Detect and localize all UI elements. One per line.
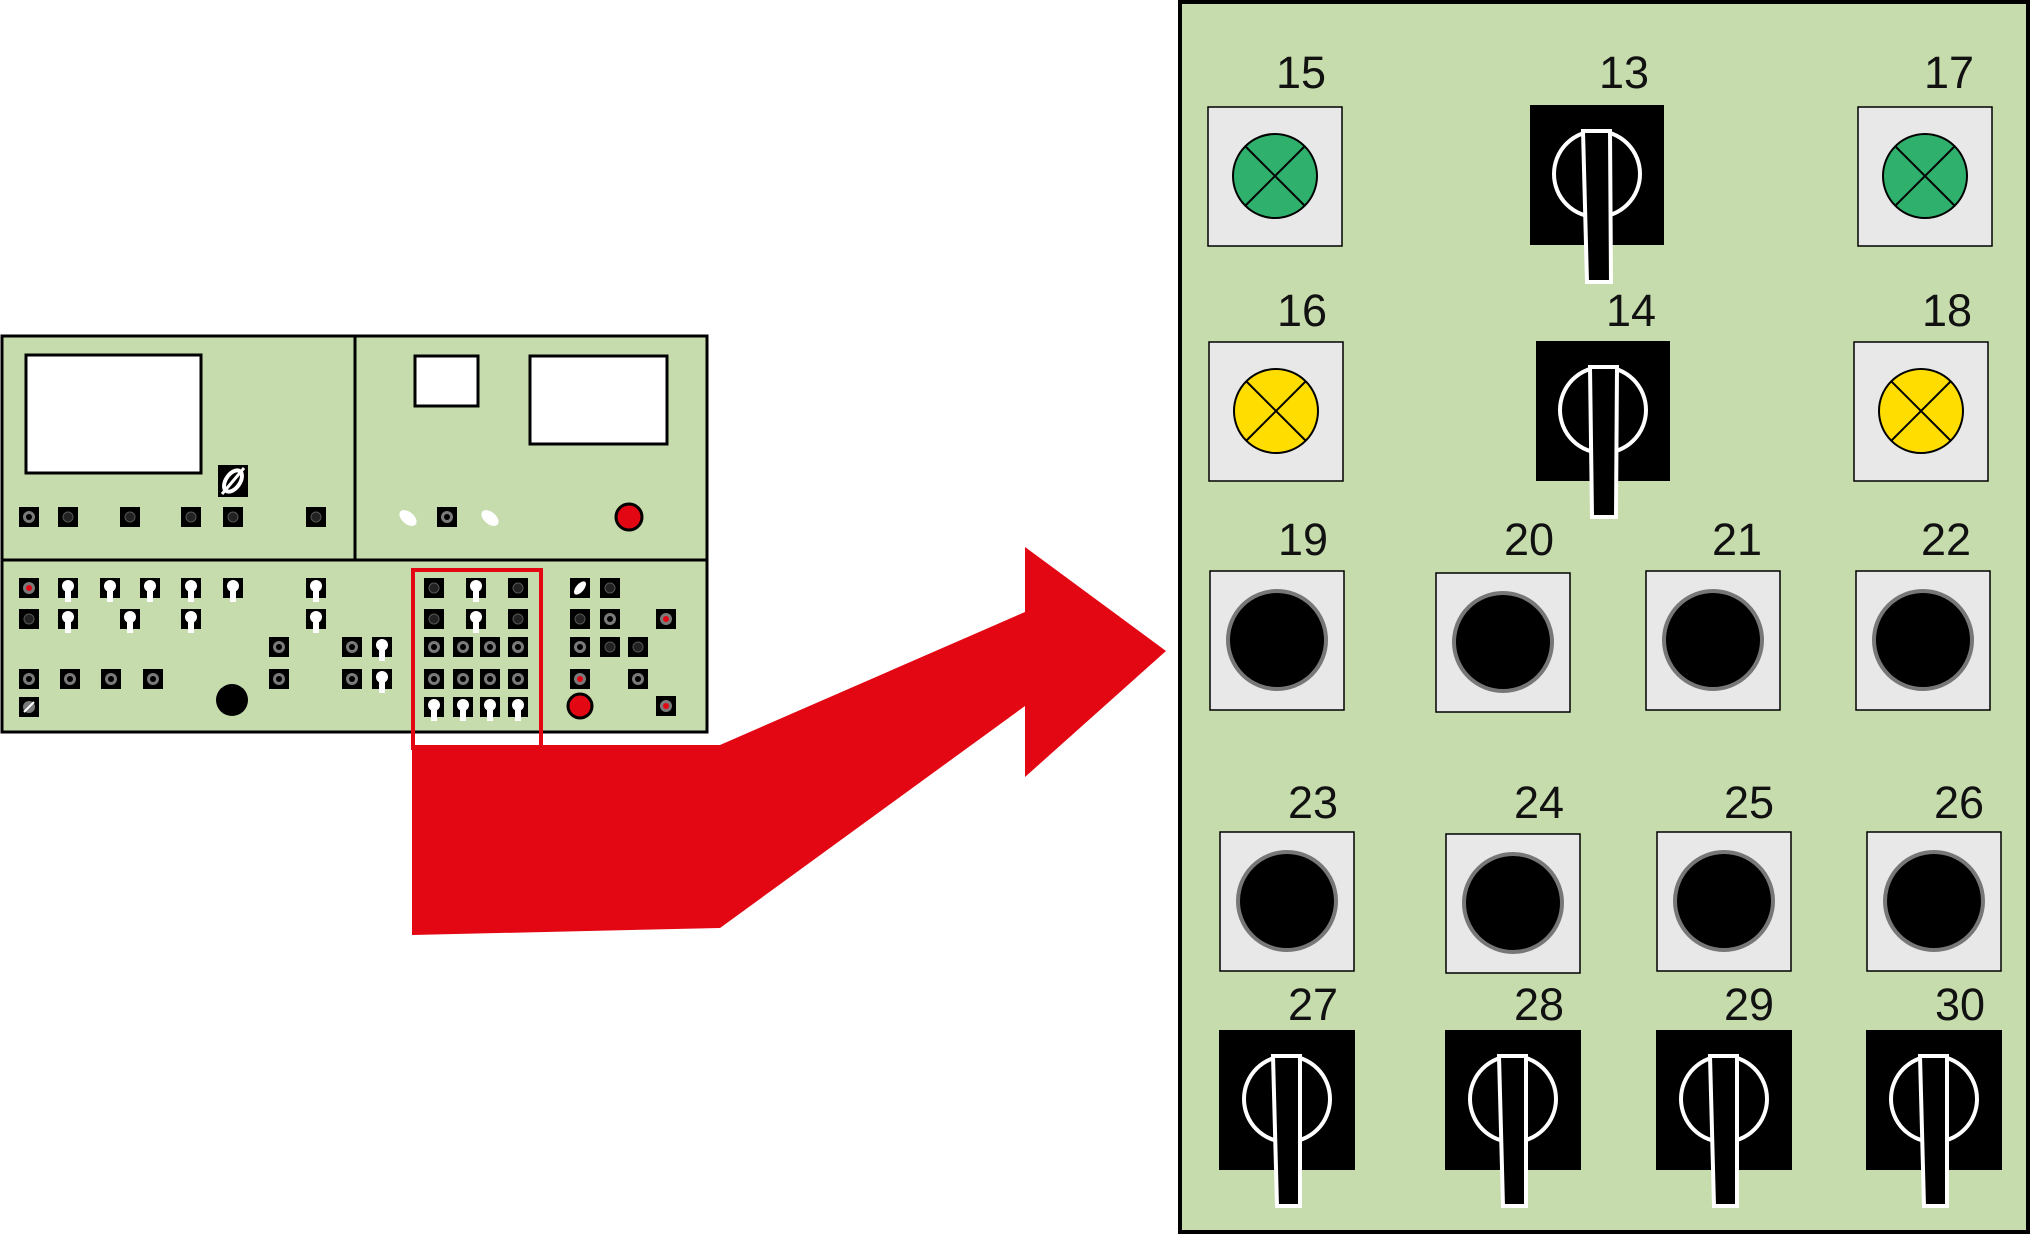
push-button-26	[1866, 831, 2002, 972]
selector-switch-30	[1866, 1030, 2002, 1208]
lamp-green-15	[1207, 106, 1343, 247]
label-14: 14	[1606, 285, 1656, 336]
overview-display-small	[413, 354, 480, 408]
label-19: 19	[1278, 514, 1328, 565]
push-button-22	[1855, 570, 1991, 711]
push-button-21	[1645, 570, 1781, 711]
label-28: 28	[1514, 979, 1564, 1030]
label-24: 24	[1514, 777, 1564, 828]
overview-screen-right	[528, 354, 669, 446]
selector-switch-27	[1219, 1030, 1355, 1208]
selector-switch-28	[1445, 1030, 1581, 1208]
label-20: 20	[1504, 514, 1554, 565]
label-26: 26	[1934, 777, 1984, 828]
selector-switch-29	[1656, 1030, 1792, 1208]
label-13: 13	[1599, 47, 1649, 98]
label-25: 25	[1724, 777, 1774, 828]
label-21: 21	[1712, 514, 1762, 565]
detail-panel: 15 13 17 16 14	[1178, 0, 2030, 1234]
label-27: 27	[1288, 979, 1338, 1030]
lamp-yellow-18	[1853, 341, 1989, 482]
lamp-green-17	[1857, 106, 1993, 247]
push-button-20	[1435, 572, 1571, 713]
label-30: 30	[1935, 979, 1985, 1030]
push-button-23	[1219, 831, 1355, 972]
highlight-arrow	[411, 547, 1166, 935]
overview-round-button	[216, 684, 248, 716]
overview-key-switch-icon	[218, 465, 248, 497]
overview-red-button	[614, 502, 644, 532]
selector-switch-13	[1530, 105, 1664, 284]
label-22: 22	[1921, 514, 1971, 565]
label-18: 18	[1922, 285, 1972, 336]
label-15: 15	[1276, 47, 1326, 98]
push-button-24	[1445, 833, 1581, 974]
selector-switch-14	[1536, 341, 1670, 519]
overview-console	[0, 334, 709, 734]
highlight-frame	[411, 568, 543, 750]
overview-screen-left	[24, 353, 203, 475]
label-17: 17	[1924, 47, 1974, 98]
push-button-25	[1656, 831, 1792, 972]
label-23: 23	[1288, 777, 1338, 828]
label-29: 29	[1724, 979, 1774, 1030]
label-16: 16	[1277, 285, 1327, 336]
push-button-19	[1209, 570, 1345, 711]
overview-white-knob	[399, 510, 499, 526]
lamp-yellow-16	[1208, 341, 1344, 482]
